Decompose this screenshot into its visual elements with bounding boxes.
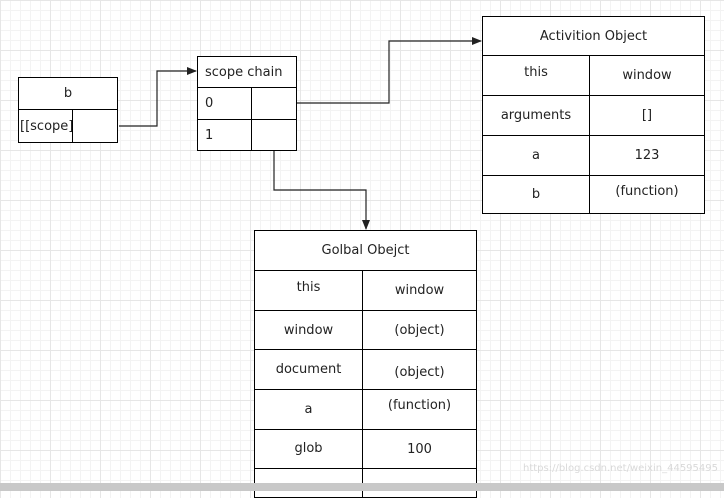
activation-object-title: Activition Object (482, 16, 705, 56)
activation-value-this: window (589, 55, 705, 96)
activation-key-arguments: arguments (482, 95, 590, 136)
activation-key-a: a (482, 135, 590, 176)
global-value-glob: 100 (362, 429, 477, 469)
activation-key-this: this (482, 55, 590, 96)
scope-chain-index-1: 1 (197, 119, 252, 151)
global-value-this: window (362, 270, 477, 311)
global-key-window: window (254, 310, 363, 350)
scope-chain-index-0: 0 (197, 87, 252, 120)
global-key-this: this (254, 270, 363, 311)
activation-value-a: 123 (589, 135, 705, 176)
connector-scope1-to-global-object (273, 151, 370, 230)
global-key-a: a (254, 389, 363, 430)
connector-b-to-scope-chain (119, 67, 197, 127)
scope-chain-title: scope chain (197, 56, 297, 88)
function-b-title: b (18, 77, 118, 110)
function-b-scope-label: [[scope]] (18, 109, 78, 143)
scope-chain-pointer-0 (251, 87, 297, 120)
global-key-glob: glob (254, 429, 363, 469)
activation-key-b: b (482, 175, 590, 214)
watermark-text: https://blog.csdn.net/weixin_44595495 (522, 463, 718, 474)
bottom-scroll-bar (0, 483, 724, 491)
scope-chain-pointer-1 (251, 119, 297, 151)
function-b-scope-pointer (72, 109, 118, 143)
global-key-document: document (254, 349, 363, 390)
activation-value-b: (function) (589, 175, 705, 214)
connector-scope0-to-activation-object (297, 37, 482, 104)
global-value-document: (object) (362, 349, 477, 390)
global-object-title: Golbal Obejct (254, 230, 477, 271)
activation-value-arguments: [] (589, 95, 705, 136)
global-value-a: (function) (362, 389, 477, 430)
global-value-window: (object) (362, 310, 477, 350)
